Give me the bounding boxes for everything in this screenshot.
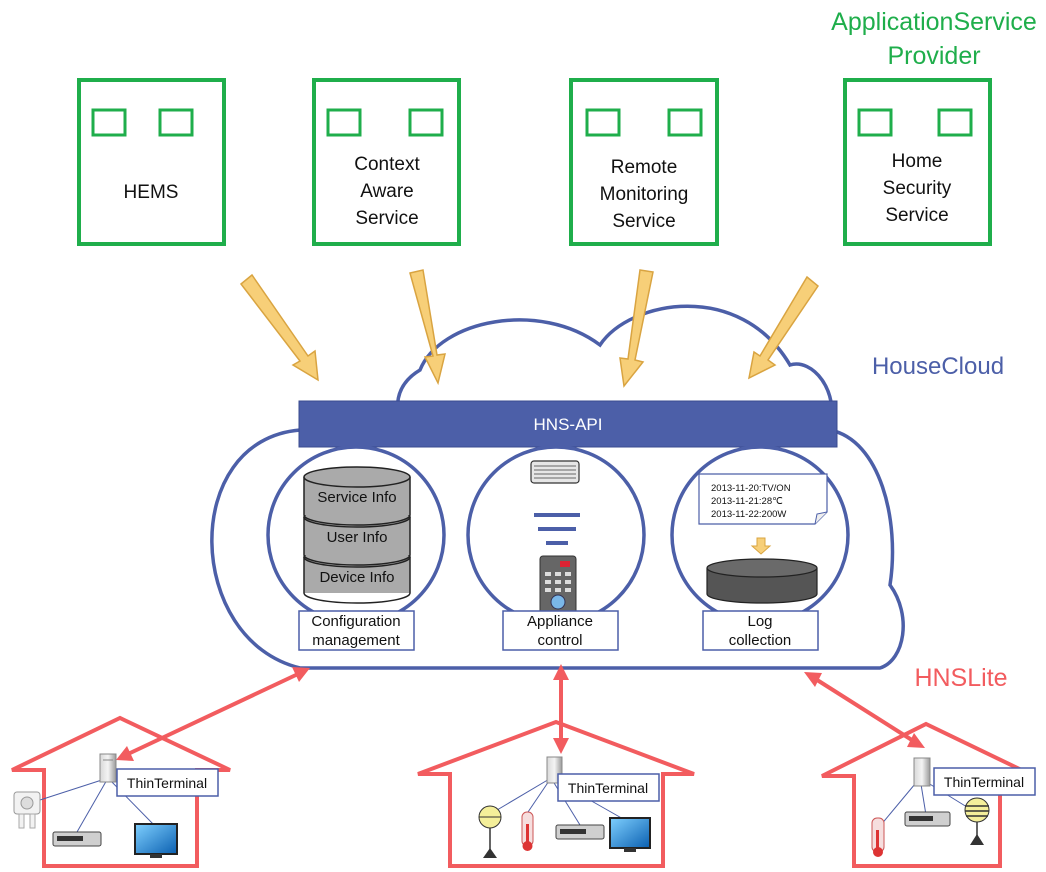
log-label: collection xyxy=(729,632,792,649)
database-icon xyxy=(706,558,818,604)
service-box-home-security: Home Security Service xyxy=(843,78,992,246)
service-box-hems: HEMS xyxy=(77,78,226,246)
thermometer-icon xyxy=(521,811,534,851)
arrow-context xyxy=(409,269,446,386)
service-label: Context xyxy=(354,154,420,175)
arrow-remote xyxy=(619,269,654,388)
cloud-label: HouseCloud xyxy=(872,353,1004,380)
tv-icon xyxy=(609,817,651,852)
config-label-box xyxy=(298,610,415,651)
tv-icon xyxy=(134,823,178,858)
document-icon xyxy=(698,473,828,525)
arrow-hems xyxy=(239,273,319,382)
video-deck-icon xyxy=(904,811,951,827)
db-layer-service xyxy=(303,466,411,526)
db-label-device: Device Info xyxy=(319,569,394,586)
appliance-label: control xyxy=(537,632,582,649)
house-icon xyxy=(821,721,1035,868)
service-label: Service xyxy=(355,208,418,229)
house-3: ThinTerminal xyxy=(821,721,1036,868)
service-label: Service xyxy=(885,205,948,226)
service-box-context-aware: Context Aware Service xyxy=(312,78,461,246)
db-label-user: User Info xyxy=(327,529,388,546)
provider-label-line2: Provider xyxy=(887,42,980,70)
config-label: Configuration xyxy=(311,613,400,630)
log-entry: 2013-11-20:TV/ON xyxy=(711,483,791,494)
service-label: HEMS xyxy=(124,182,179,203)
house-icon xyxy=(417,719,695,868)
terminal-label: ThinTerminal xyxy=(568,780,648,796)
database-stack xyxy=(303,466,411,604)
log-label-box xyxy=(702,610,819,651)
washing-machine-icon xyxy=(13,791,41,829)
provider-label-line1: ApplicationService xyxy=(831,8,1037,36)
thermometer-icon xyxy=(871,817,885,857)
api-label: HNS-API xyxy=(534,415,603,434)
house-1: ThinTerminal xyxy=(11,715,231,868)
lite-label: HNSLite xyxy=(914,664,1007,692)
service-label: Service xyxy=(612,211,675,232)
service-box-remote-monitoring: Remote Monitoring Service xyxy=(569,78,719,246)
terminal-label: ThinTerminal xyxy=(127,775,207,791)
service-label: Aware xyxy=(360,181,414,202)
config-label: management xyxy=(312,632,400,649)
api-arrows xyxy=(239,269,820,388)
connection-arrows xyxy=(116,664,925,761)
log-label: Log xyxy=(747,613,772,630)
appliance-label-box xyxy=(502,610,619,651)
light-icon xyxy=(478,805,502,858)
db-label-service: Service Info xyxy=(317,489,396,506)
service-label: Security xyxy=(883,178,952,199)
service-label: Home xyxy=(892,151,943,172)
log-entry: 2013-11-22:200W xyxy=(711,509,786,520)
video-deck-icon xyxy=(555,824,605,840)
light-icon xyxy=(964,797,990,845)
server-icon xyxy=(913,757,931,787)
video-deck-icon xyxy=(52,831,102,847)
service-label: Remote xyxy=(611,157,678,178)
service-label: Monitoring xyxy=(600,184,689,205)
house-icon xyxy=(11,715,231,868)
house-2: ThinTerminal xyxy=(417,719,695,868)
log-entry: 2013-11-21:28℃ xyxy=(711,496,783,507)
remote-control-icon xyxy=(539,555,577,617)
signal-lines xyxy=(534,513,580,545)
server-icon xyxy=(99,753,117,783)
arrow-security xyxy=(747,275,820,380)
appliance-label: Appliance xyxy=(527,613,593,630)
terminal-label: ThinTerminal xyxy=(944,774,1024,790)
air-conditioner-icon xyxy=(530,460,580,484)
log-down-arrow xyxy=(750,537,772,555)
hns-api-bar xyxy=(298,400,838,448)
